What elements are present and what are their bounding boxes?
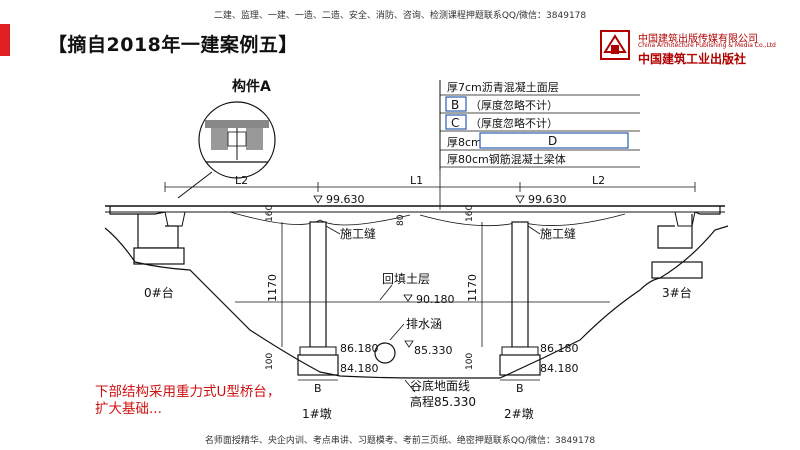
backfill-label: 回填土层 [382, 272, 430, 286]
elev-center: 85.330 [414, 344, 453, 357]
elev-right-top: 86.180 [540, 342, 579, 355]
valley-line-label: 谷底地面线 [410, 378, 470, 393]
svg-text:99.630: 99.630 [326, 193, 365, 206]
pier-2 [499, 221, 541, 376]
construction-joint-left: 施工缝 [340, 226, 376, 241]
layer-b-letter: B [451, 98, 459, 112]
svg-text:90.180: 90.180 [416, 293, 455, 306]
elev-left-top: 86.180 [340, 342, 379, 355]
substructure-note: 下部结构采用重力式U型桥台， 扩大基础... [95, 384, 280, 418]
layer-d-letter: D [548, 134, 557, 148]
pier-height-left: 1170 [266, 274, 279, 302]
title-accent-bar [0, 24, 10, 56]
layer-5-label: 厚80cm钢筋混凝土梁体 [447, 152, 566, 166]
slide-title: 【摘自2018年一建案例五】 [48, 34, 298, 56]
pier-height-right: 1170 [466, 274, 479, 302]
publisher-name-en: China Architecture Publishing & Media Co… [638, 42, 776, 49]
span-l2-right: L2 [592, 174, 605, 187]
abutment-3 [651, 206, 721, 279]
footing-height-left: 100 [265, 353, 275, 370]
pier-2-label: 2#墩 [504, 407, 534, 421]
layer-b-label: （厚度忽略不计） [470, 98, 558, 112]
water-level-marker: 90.180 [403, 293, 455, 306]
elev-left-bottom: 84.180 [340, 362, 379, 375]
elev-right-bottom: 84.180 [540, 362, 579, 375]
layer-table: 厚7cm沥青混凝土面层 B （厚度忽略不计） C （厚度忽略不计） 厚8cm D… [439, 80, 640, 210]
footing-height-right: 100 [465, 353, 475, 370]
publisher-name-cn: 中国建筑出版传媒有限公司 [638, 34, 758, 45]
deck-elevation-right: 99.630 [515, 193, 567, 206]
publisher-name-cn2: 中国建筑工业出版社 [638, 52, 747, 66]
girder-depth-left: 160 [265, 205, 275, 222]
publisher-logo: 中国建筑出版传媒有限公司 China Architecture Publishi… [598, 28, 798, 72]
valley-elevation-label: 高程85.330 [410, 394, 476, 409]
layer-c-label: （厚度忽略不计） [470, 116, 558, 130]
pier-1 [297, 221, 339, 376]
drain-culvert [374, 342, 396, 364]
abutment-0 [109, 206, 185, 265]
footing-width-left: B [314, 382, 322, 395]
substructure-note-line2: 扩大基础... [95, 401, 162, 417]
layer-c-box [445, 114, 467, 130]
girder-depth-mid: 80 [396, 214, 406, 226]
span-l2-left: L2 [235, 174, 248, 187]
footing-width-right: B [516, 382, 524, 395]
layer-b-box [445, 96, 467, 112]
bottom-contact-note: 名师面授精华、央企内训、考点串讲、习题模考、考前三页纸、绝密押题联系QQ/微信：… [204, 436, 596, 446]
span-l1: L1 [410, 174, 423, 187]
ground-line [104, 225, 729, 379]
layer-1-label: 厚7cm沥青混凝土面层 [447, 80, 559, 94]
layer-d-box [479, 132, 629, 149]
deck-elevation-left: 99.630 [313, 193, 365, 206]
girder-depth-right: 160 [465, 205, 475, 222]
component-a-detail [177, 101, 276, 199]
pier-1-label: 1#墩 [302, 407, 332, 421]
bridge-deck [105, 205, 725, 227]
drain-label: 排水涵 [406, 317, 442, 331]
publisher-logo-icon [600, 30, 630, 60]
layer-d-prefix: 厚8cm [447, 136, 482, 149]
layer-c-letter: C [451, 116, 459, 130]
construction-joint-right: 施工缝 [540, 226, 576, 241]
substructure-note-line1: 下部结构采用重力式U型桥台， [95, 384, 281, 400]
svg-text:99.630: 99.630 [528, 193, 567, 206]
component-a-label: 构件A [232, 78, 271, 95]
span-dimensions: L2 L1 L2 [164, 174, 696, 192]
abutment-0-label: 0#台 [144, 285, 174, 300]
abutment-3-label: 3#台 [662, 285, 692, 300]
top-contact-note: 二建、监理、一建、一造、二造、安全、消防、咨询、检测课程押题联系QQ/微信：38… [213, 11, 587, 21]
